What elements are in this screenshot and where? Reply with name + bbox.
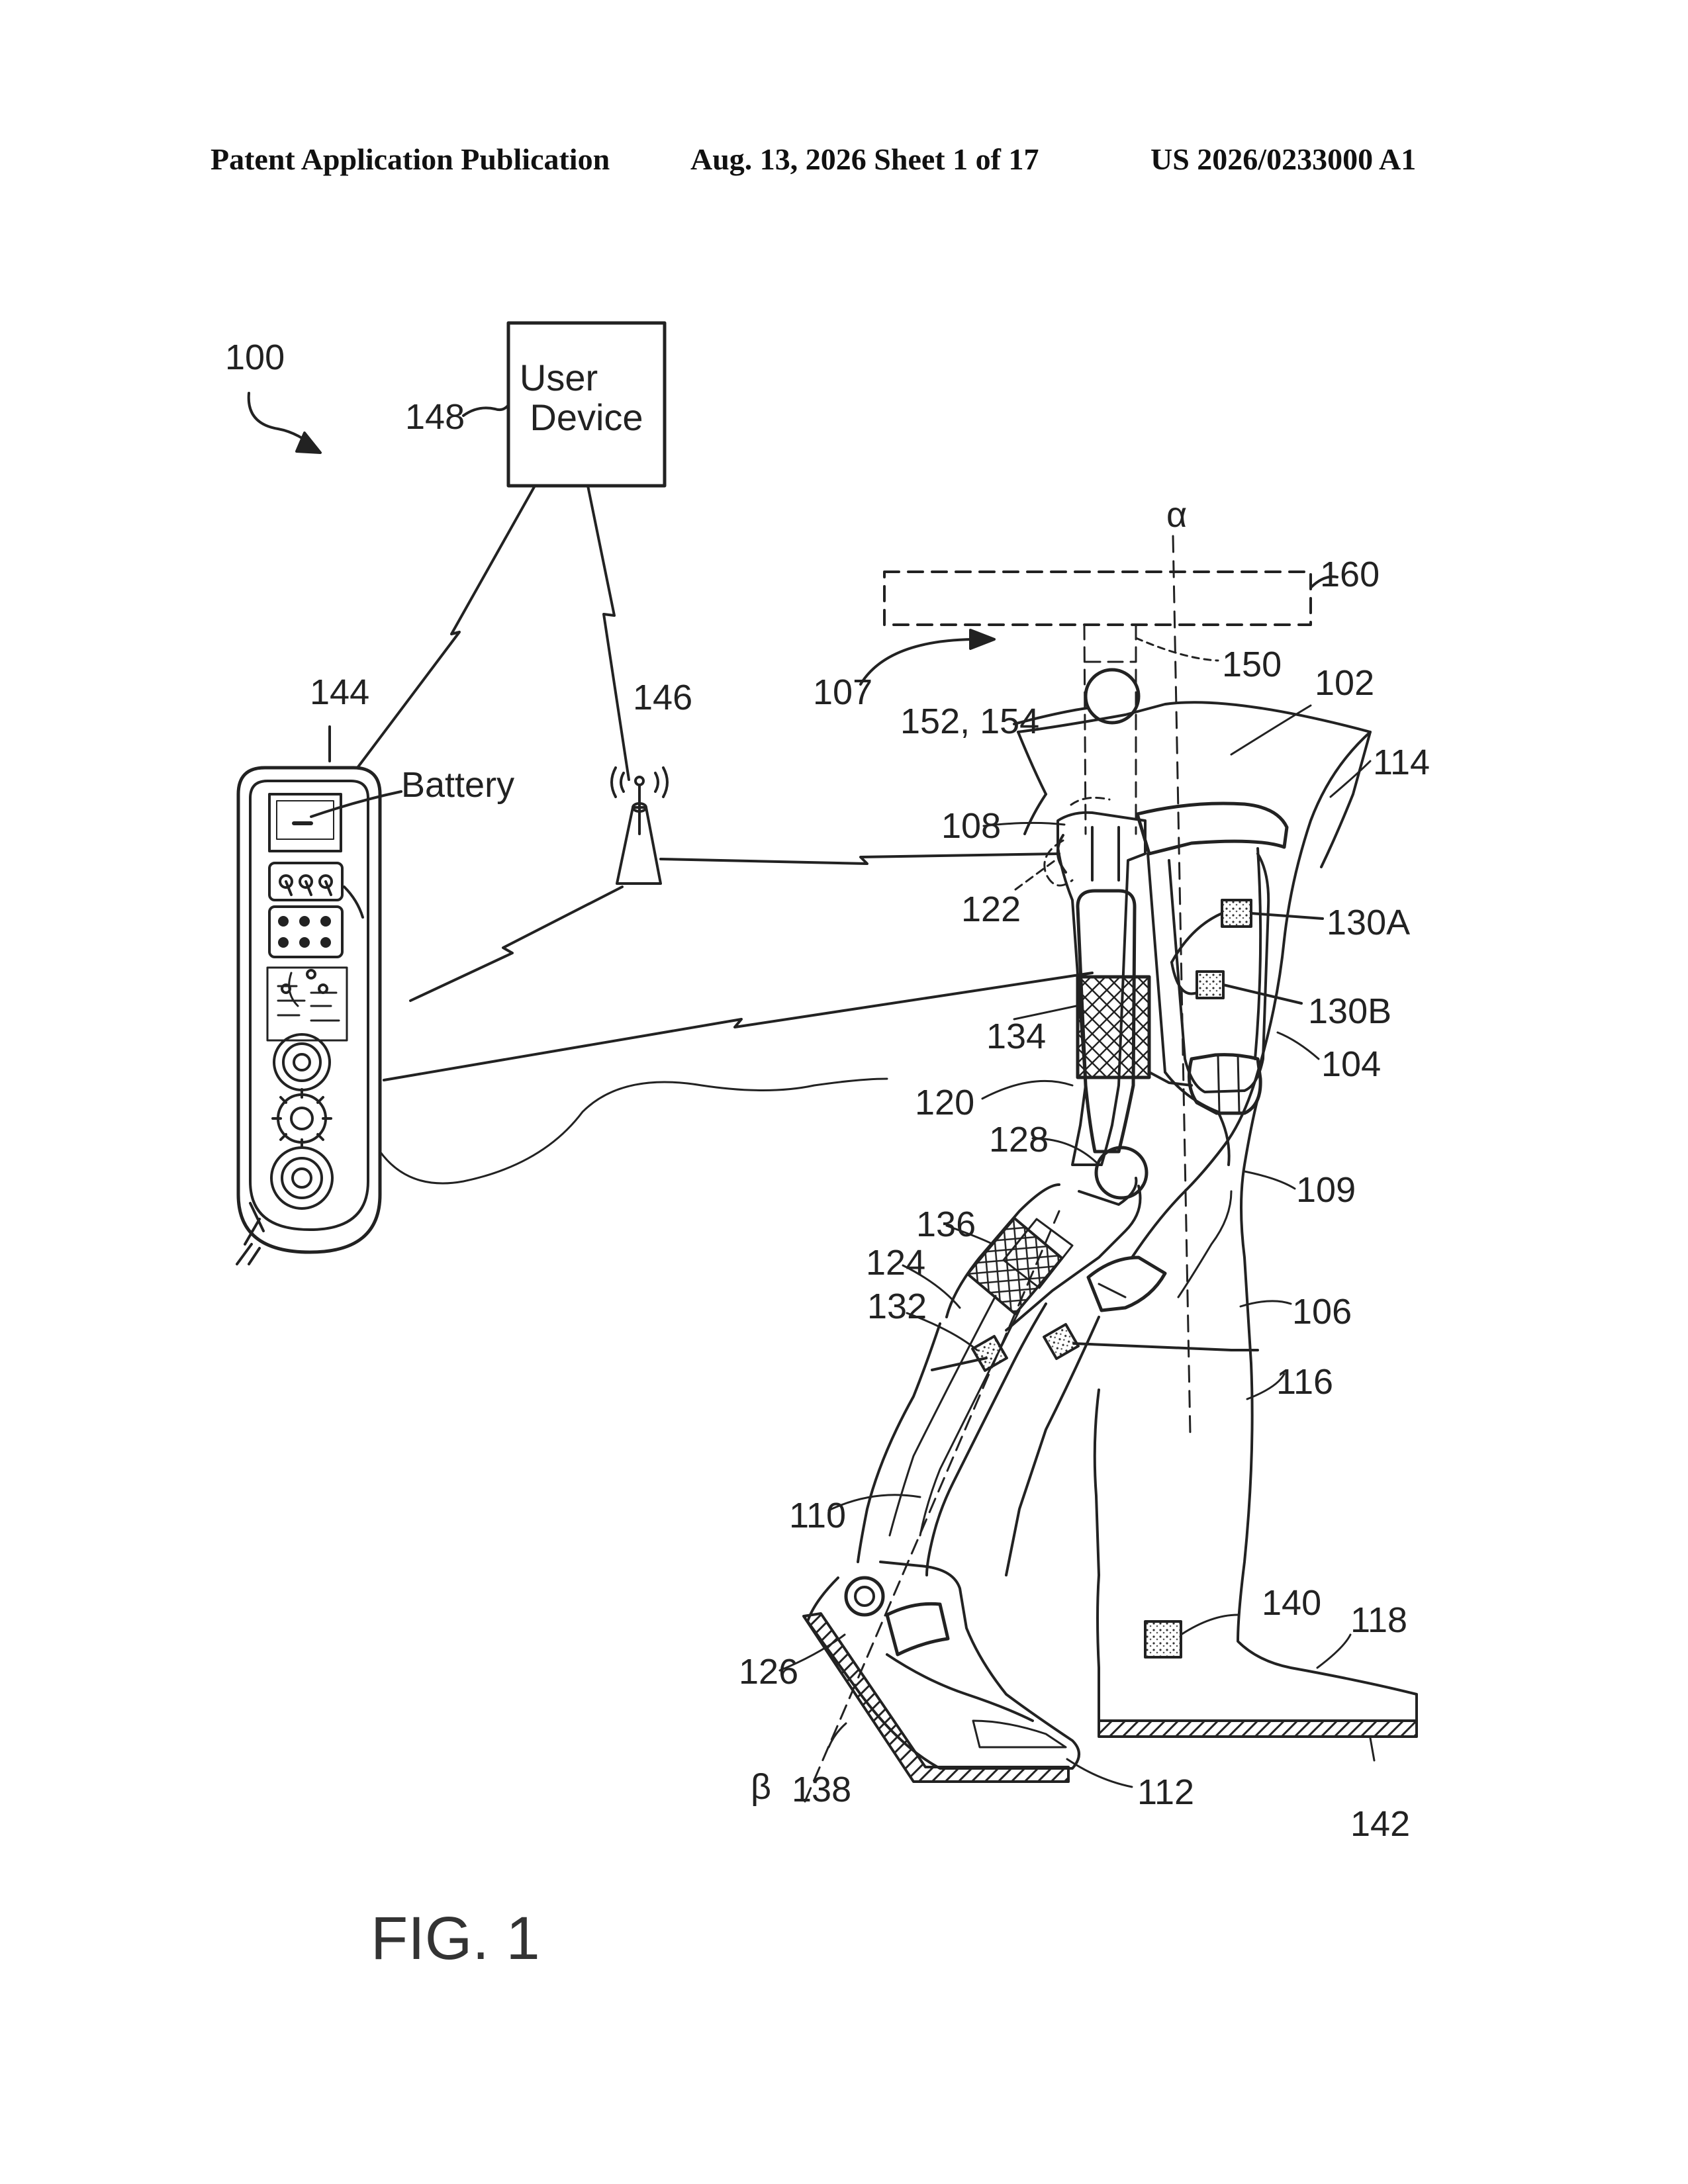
ref-134: 134 (986, 1017, 1046, 1056)
ref-152-154: 152, 154 (900, 702, 1039, 741)
axis-alpha-label: α (1166, 495, 1187, 535)
cable (380, 1079, 887, 1183)
leader-120 (982, 1081, 1072, 1099)
ref-148: 148 (405, 397, 465, 437)
ref-100: 100 (225, 338, 285, 377)
ref-126: 126 (739, 1652, 798, 1692)
link-antenna-exo (661, 854, 1059, 864)
hip-joint (1086, 670, 1139, 723)
ref-130b: 130B (1308, 991, 1391, 1031)
figure-caption: FIG. 1 (371, 1905, 540, 1972)
ref-110: 110 (789, 1496, 846, 1535)
ref-118: 118 (1350, 1600, 1407, 1640)
ref-132: 132 (867, 1287, 927, 1326)
leader-148 (463, 405, 508, 416)
ref-136: 136 (916, 1205, 976, 1244)
sole-142 (1099, 1721, 1417, 1737)
ref-130a: 130A (1327, 903, 1410, 942)
ref-102: 102 (1315, 663, 1374, 703)
ref-142: 142 (1350, 1804, 1410, 1844)
user-device-label-line-2: Device (530, 396, 643, 438)
foot-strap (887, 1604, 948, 1655)
ref-107: 107 (813, 672, 872, 712)
leader-142 (1370, 1738, 1374, 1760)
axis-alpha (1173, 536, 1190, 1433)
leader-114 (1331, 761, 1370, 797)
ref-106: 106 (1292, 1292, 1352, 1332)
ref-128: 128 (989, 1120, 1049, 1160)
ref-146: 146 (633, 678, 692, 717)
left-shank (858, 1304, 1046, 1575)
ankle-joint (846, 1578, 883, 1615)
user-device-label-line-1: User (520, 357, 598, 398)
sole-138 (804, 1614, 1068, 1782)
leader-102 (1231, 705, 1311, 754)
ref-122: 122 (961, 889, 1021, 929)
ref-104: 104 (1321, 1044, 1381, 1084)
sensor-140 (1145, 1621, 1181, 1657)
sensor-132-a (972, 1336, 1007, 1371)
mesh-136 (968, 1218, 1062, 1314)
ref-120: 120 (915, 1083, 974, 1122)
bar-160 (884, 572, 1311, 625)
ref-160: 160 (1320, 555, 1380, 594)
ref-140: 140 (1262, 1583, 1321, 1623)
link-device-antenna (588, 486, 629, 780)
roller (271, 1148, 332, 1208)
leader-109 (1244, 1171, 1295, 1189)
ref-150: 150 (1222, 645, 1282, 684)
axis-beta-label: β (751, 1767, 771, 1807)
ref-138: 138 (792, 1770, 851, 1809)
ref-112: 112 (1137, 1772, 1194, 1812)
sensor-130a (1222, 900, 1251, 927)
ref-109: 109 (1296, 1170, 1356, 1210)
leader-140 (1181, 1615, 1238, 1635)
link-antenna-controller (410, 887, 622, 1001)
link-device-controller (357, 486, 535, 768)
leader-150 (1136, 638, 1218, 660)
ref-144: 144 (310, 672, 369, 712)
thigh-strap (1137, 803, 1287, 854)
leader-107 (861, 639, 973, 684)
ref-116: 116 (1276, 1362, 1333, 1402)
battery-label: Battery (401, 765, 514, 805)
sensor-132-b (1044, 1324, 1078, 1359)
mesh-134 (1078, 977, 1149, 1077)
controller-outer (238, 768, 380, 1252)
sensor-130b (1197, 972, 1223, 998)
foot-plate-112 (973, 1721, 1066, 1747)
ref-124: 124 (866, 1243, 925, 1283)
ref-114: 114 (1373, 743, 1430, 782)
leader-122 (1015, 860, 1055, 889)
leader-104 (1278, 1032, 1319, 1059)
ref-108: 108 (941, 806, 1001, 846)
shaft-150 (1084, 625, 1136, 834)
leader-118 (1317, 1635, 1350, 1668)
